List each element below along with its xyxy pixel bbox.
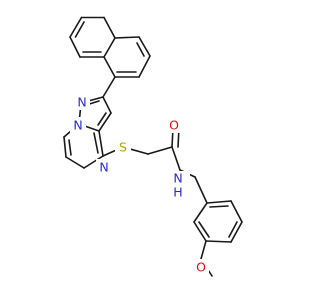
bond-lines — [63, 16, 243, 277]
amide-h-label: H — [173, 185, 182, 200]
methoxy-oxygen-label: O — [196, 260, 206, 275]
structure-canvas: N N N S O N H O — [63, 16, 243, 277]
amide-n-label: N — [173, 171, 182, 186]
bridgehead-n-label: N — [73, 118, 82, 133]
sulfur-label: S — [119, 140, 127, 155]
pyrazole-n-label: N — [77, 95, 86, 110]
carbonyl-oxygen-label: O — [169, 118, 179, 133]
atom-labels: N N N S O N H O — [70, 94, 209, 275]
pyrazine-n-label: N — [99, 160, 108, 175]
